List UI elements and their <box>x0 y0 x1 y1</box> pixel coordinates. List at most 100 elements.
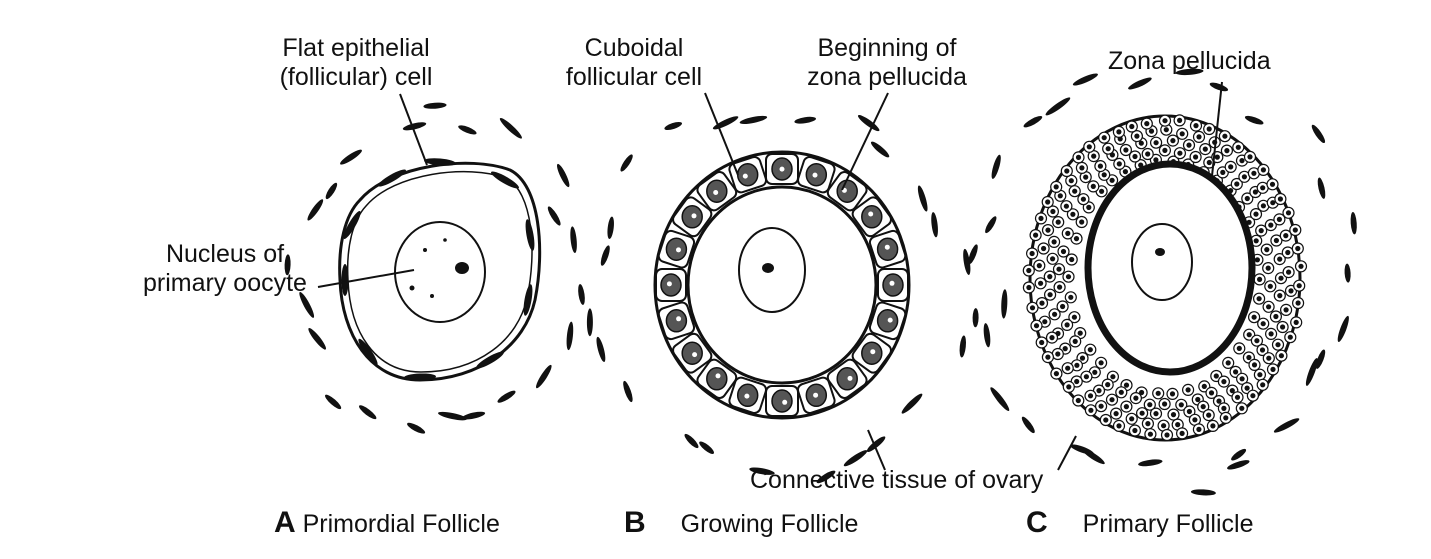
nuclear-speck <box>713 190 719 195</box>
connective-cell <box>1273 418 1300 433</box>
granulosa-cell-nucleus <box>1177 150 1183 156</box>
granulosa-cell-nucleus <box>1206 412 1212 418</box>
primary-follicle <box>968 68 1357 496</box>
granulosa-cell-nucleus <box>1057 284 1063 290</box>
granulosa-cell-nucleus <box>1103 417 1109 423</box>
nuclear-speck <box>676 247 681 253</box>
connective-cell <box>991 154 1001 179</box>
cuboidal-cell-nucleus <box>706 367 728 391</box>
connective-cell <box>1138 459 1163 467</box>
connective-cell <box>1350 212 1357 235</box>
granulosa-cell-nucleus <box>1153 411 1159 417</box>
connective-cell <box>917 185 928 212</box>
connective-cell <box>578 284 585 305</box>
leader-beginning-zona <box>841 92 889 191</box>
granulosa-cell-nucleus <box>1153 140 1159 146</box>
granulosa-cell-nucleus <box>1083 174 1089 180</box>
granulosa-cell-nucleus <box>1213 373 1219 379</box>
granulosa-cell-nucleus <box>1193 123 1199 129</box>
granulosa-cell-nucleus <box>1192 417 1198 423</box>
chromatin-dot <box>430 294 434 298</box>
granulosa-cell-nucleus <box>1254 338 1260 344</box>
label-flat-epithelial-line1: Flat epithelial <box>282 34 430 62</box>
leader-zona-pellucida <box>1211 81 1223 177</box>
granulosa-cell-nucleus <box>1075 154 1082 160</box>
granulosa-cell-nucleus <box>1057 193 1063 199</box>
connective-cell <box>586 308 593 337</box>
connective-cell <box>983 323 991 348</box>
granulosa-cell-nucleus <box>1123 147 1129 153</box>
granulosa-cell-nucleus <box>1029 250 1035 257</box>
granulosa-cell-nucleus <box>1086 144 1092 150</box>
nuclear-speck <box>715 373 721 379</box>
nuclear-speck <box>870 349 876 355</box>
connective-cell <box>816 470 836 484</box>
connective-cell <box>1317 177 1326 199</box>
granulosa-cell-nucleus <box>1292 227 1298 233</box>
granulosa-cell-nucleus <box>1069 256 1075 263</box>
granulosa-cell-nucleus <box>1109 397 1115 403</box>
granulosa-cell-nucleus <box>1265 265 1271 271</box>
granulosa-cell-nucleus <box>1132 427 1138 434</box>
connective-cell <box>870 141 890 158</box>
granulosa-cell-nucleus <box>1260 203 1266 209</box>
caption-b-text: Growing Follicle <box>680 510 859 538</box>
caption-c: C Primary Follicle <box>1026 508 1253 539</box>
connective-cell <box>1175 68 1204 76</box>
granulosa-cell-nucleus <box>1186 142 1192 148</box>
granulosa-cell-nucleus <box>1273 237 1279 244</box>
granulosa-cell-nucleus <box>1163 127 1169 133</box>
nuclear-speck <box>742 173 748 179</box>
granulosa-cell-nucleus <box>1260 185 1266 191</box>
nuclear-speck <box>779 166 785 172</box>
caption-c-text: Primary Follicle <box>1082 510 1254 538</box>
connective-cell <box>1128 77 1152 90</box>
connective-cell <box>1072 73 1098 86</box>
granulosa-cell-nucleus <box>1278 275 1284 281</box>
flat-follicular-cell <box>343 211 361 239</box>
granulosa-cell-nucleus <box>1270 200 1276 206</box>
granulosa-cell-nucleus <box>1116 129 1122 135</box>
granulosa-cell-nucleus <box>1260 321 1266 327</box>
nuclear-speck <box>889 280 895 286</box>
granulosa-cell-nucleus <box>1221 379 1227 385</box>
granulosa-cell-nucleus <box>1155 390 1161 396</box>
granulosa-cell-nucleus <box>1254 257 1260 263</box>
connective-cell <box>308 328 327 350</box>
nucleus-a <box>394 221 486 323</box>
label-nucleus-primary-oocyte: Nucleus of primary oocyte <box>120 240 330 298</box>
granulosa-cell-nucleus <box>1298 263 1304 269</box>
granulosa-cell-nucleus <box>1286 269 1292 275</box>
nucleolus-a <box>455 262 469 274</box>
granulosa-cell-nucleus <box>1244 195 1250 202</box>
granulosa-cell-nucleus <box>1277 293 1283 299</box>
granulosa-cell-nucleus <box>1029 305 1036 311</box>
label-cuboidal-line2: follicular cell <box>565 63 703 91</box>
connective-cell <box>438 411 467 421</box>
granulosa-cell-nucleus <box>1256 296 1262 302</box>
label-flat-epithelial-line2: (follicular) cell <box>279 63 433 91</box>
connective-cell <box>1227 460 1250 470</box>
granulosa-cell-nucleus <box>1047 292 1053 298</box>
granulosa-cell-nucleus <box>1164 432 1170 438</box>
connective-cell <box>284 254 291 276</box>
granulosa-cell-nucleus <box>1257 276 1263 282</box>
granulosa-cell-nucleus <box>1206 159 1212 166</box>
granulosa-cell-nucleus <box>1065 274 1072 280</box>
granulosa-cell-nucleus <box>1098 403 1104 409</box>
connective-cell <box>307 199 324 221</box>
granulosa-cell-nucleus <box>1101 172 1107 178</box>
cuboidal-cell-nucleus <box>836 179 858 203</box>
granulosa-cell-nucleus <box>1247 154 1253 160</box>
granulosa-cell-nucleus <box>1193 154 1199 160</box>
granulosa-cell-nucleus <box>1068 294 1074 300</box>
granulosa-cell-nucleus <box>1283 233 1289 239</box>
granulosa-cell-nucleus <box>1096 388 1102 394</box>
granulosa-cell-nucleus <box>1064 322 1070 328</box>
granulosa-cell-nucleus <box>1122 169 1128 175</box>
granulosa-cell-nucleus <box>1244 385 1250 391</box>
granulosa-cell-nucleus <box>1087 347 1093 353</box>
granulosa-cell-nucleus <box>1285 210 1292 216</box>
connective-cell <box>684 433 699 449</box>
flat-follicular-cell <box>378 169 406 187</box>
